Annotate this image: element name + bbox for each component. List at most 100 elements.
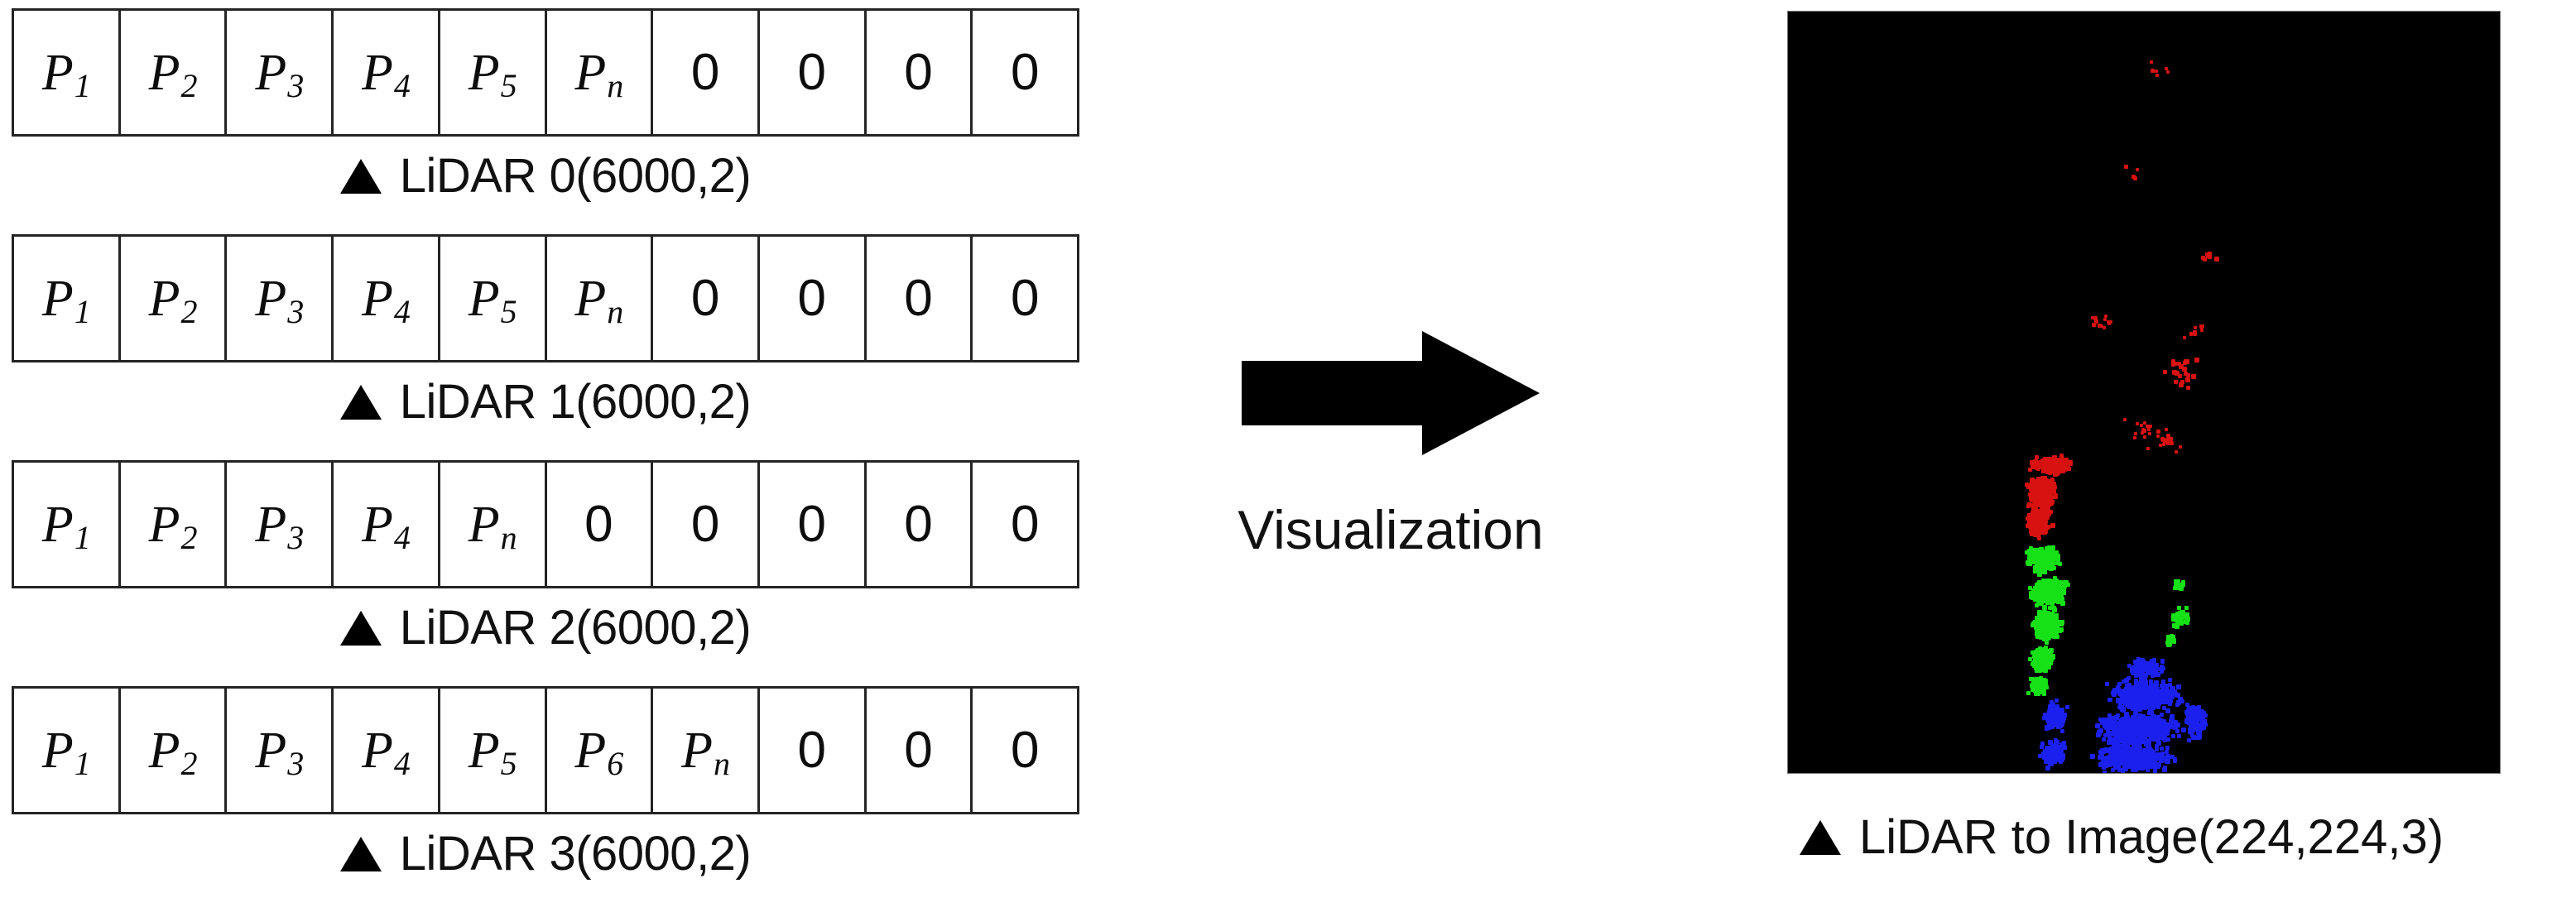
cloud-point (2173, 615, 2178, 619)
cloud-point (2179, 621, 2184, 626)
cloud-point (2145, 670, 2151, 676)
cloud-point (2037, 553, 2042, 558)
cloud-point (2025, 483, 2030, 487)
table-cell: 0 (867, 11, 973, 134)
cloud-point (2185, 377, 2190, 382)
cloud-point (2139, 662, 2144, 667)
cloud-point (2134, 431, 2137, 435)
triangle-up-icon (339, 384, 382, 420)
cloud-point (2056, 464, 2062, 470)
cloud-point (2136, 720, 2140, 725)
cloud-point (2174, 370, 2180, 376)
cloud-point (2040, 550, 2045, 555)
right-arrow-icon (1242, 331, 1540, 455)
cloud-point (2127, 741, 2131, 746)
image-caption-label: LiDAR to Image(224,224,3) (1859, 810, 2444, 864)
cloud-point (2135, 664, 2141, 670)
cloud-point (2061, 588, 2066, 593)
cloud-point (2112, 722, 2118, 727)
cloud-point (2142, 428, 2147, 433)
cloud-point (2144, 741, 2150, 747)
table-cell: 0 (1010, 269, 1040, 327)
cloud-point (2097, 732, 2102, 737)
cloud-point (2177, 605, 2182, 610)
cloud-point (2025, 550, 2030, 555)
cloud-point (2056, 627, 2062, 633)
cloud-point (2170, 441, 2175, 446)
cloud-point (2102, 737, 2107, 742)
cloud-point (2161, 679, 2166, 684)
cloud-point (2055, 471, 2060, 476)
cloud-point (2052, 576, 2057, 580)
cloud-point (2034, 626, 2039, 631)
cloud-point (2043, 560, 2048, 565)
cloud-point (2175, 729, 2180, 734)
cloud-point (2162, 442, 2166, 446)
cloud-point (2054, 612, 2059, 617)
cloud-point (2033, 529, 2038, 534)
cloud-point (2040, 469, 2045, 474)
cloud-point (2151, 685, 2156, 690)
cloud-point (2131, 721, 2136, 727)
cloud-point (2139, 679, 2144, 684)
cloud-point (2055, 585, 2060, 590)
cloud-point (2050, 464, 2055, 469)
cloud-point (2041, 502, 2046, 507)
cloud-point (2047, 584, 2052, 589)
cloud-point (2055, 634, 2059, 639)
cloud-point (2123, 417, 2127, 421)
cloud-point (2035, 668, 2040, 674)
cloud-point (2180, 582, 2184, 588)
cloud-point (2038, 658, 2044, 664)
cloud-point (2052, 599, 2057, 604)
cloud-point (2115, 685, 2120, 690)
cloud-point (2032, 516, 2037, 521)
cloud-point (2059, 457, 2064, 462)
cloud-point (2026, 484, 2031, 489)
cloud-point (2157, 697, 2162, 702)
cloud-point (2033, 692, 2038, 697)
cloud-point (2184, 616, 2190, 622)
cloud-point (2154, 718, 2159, 723)
cloud-point (2140, 670, 2146, 676)
cloud-point (2050, 596, 2055, 601)
cloud-point (2037, 571, 2043, 577)
cloud-point (2176, 615, 2182, 621)
cloud-point (2145, 425, 2149, 429)
cloud-point (2061, 591, 2066, 596)
cloud-point (2146, 728, 2151, 733)
cloud-point (2059, 601, 2065, 607)
cloud-point (2046, 750, 2051, 755)
cloud-point (2136, 167, 2140, 171)
cloud-point (2048, 660, 2053, 665)
cloud-point (2059, 754, 2064, 760)
cloud-point (2036, 617, 2041, 622)
cloud-point (2067, 467, 2072, 472)
cloud-point (2050, 708, 2055, 713)
cloud-point (2029, 545, 2034, 550)
cloud-point (2044, 685, 2049, 690)
cloud-point (2165, 634, 2171, 640)
cloud-point (2146, 757, 2151, 762)
cloud-point (2184, 606, 2189, 611)
cloud-point (2056, 558, 2061, 563)
cloud-point (2175, 703, 2180, 708)
cloud-point (2027, 549, 2031, 553)
cloud-point (2113, 734, 2118, 739)
cloud-point (2117, 721, 2122, 726)
cloud-point (2049, 622, 2054, 626)
cloud-point (2186, 373, 2191, 378)
cloud-point (2044, 547, 2049, 552)
cloud-point (2131, 760, 2137, 766)
cloud-point (2153, 663, 2158, 668)
cloud-point (2207, 252, 2212, 256)
cloud-point (2175, 584, 2180, 589)
cloud-point (2196, 728, 2202, 734)
cloud-point (2153, 667, 2158, 672)
cloud-point (2033, 588, 2038, 593)
cloud-point (2042, 617, 2047, 622)
